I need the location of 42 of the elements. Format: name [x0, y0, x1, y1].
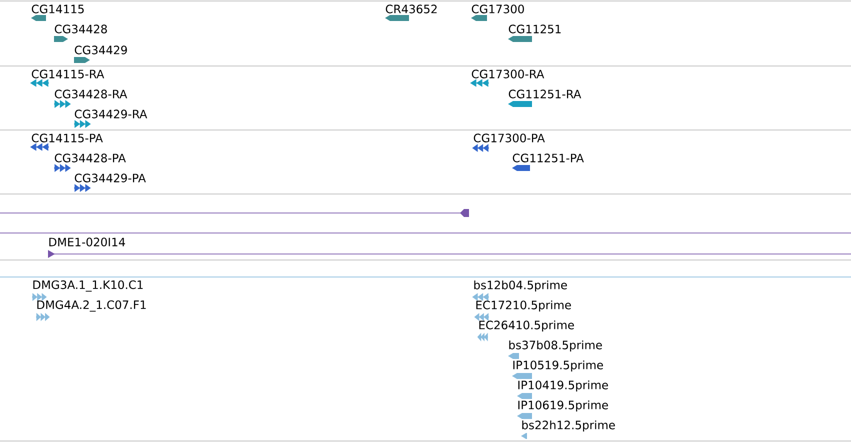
gene-feature: CG11251-RA — [508, 90, 582, 107]
gene-feature: CG34429-RA — [74, 110, 148, 128]
gene-feature: CG14115-PA — [30, 134, 103, 150]
node-label: bs22h12.5prime — [522, 420, 615, 432]
node-label: CR43652 — [386, 4, 437, 14]
gene-feature: EC17210.5prime — [474, 300, 571, 320]
node-label: CG11251-PA — [512, 154, 584, 162]
gene-feature: CG34428 — [54, 24, 107, 42]
gene-feature: CG34429 — [74, 46, 127, 63]
gene-feature: bs37b08.5prime — [508, 340, 602, 359]
gene-feature: DMG3A.1_1.K10.C1 — [32, 280, 143, 300]
node-label: DME1-020I14 — [49, 238, 126, 246]
gene-feature: CG11251 — [508, 24, 561, 42]
node-label: CG34429 — [74, 46, 127, 54]
node-label: IP10519.5prime — [513, 360, 603, 372]
gene-feature: CG34428-RA — [54, 90, 128, 108]
node-label: CG11251-RA — [508, 90, 582, 98]
feature-bar — [0, 209, 470, 217]
node-label: CG34428 — [54, 24, 107, 34]
gene-feature: IP10619.5prime — [517, 400, 608, 419]
gene-feature: IP10519.5prime — [512, 360, 603, 379]
gene-feature: CG34429-PA — [74, 174, 146, 192]
gene-feature: IP10419.5prime — [517, 380, 608, 399]
gene-feature: CG17300 — [471, 4, 524, 21]
gene-feature: bs22h12.5prime — [521, 420, 615, 439]
node-label: IP10419.5prime — [518, 380, 608, 392]
node-label: CG11251 — [508, 24, 561, 34]
gene-feature: bs12b04.5prime — [472, 280, 567, 300]
node-label: IP10619.5prime — [518, 400, 608, 412]
gene-feature: CG14115 — [31, 4, 84, 21]
gene-feature: CG34428-PA — [54, 154, 126, 172]
node-label: bs37b08.5prime — [509, 340, 602, 352]
gene-feature: DME1-020I14 — [48, 238, 851, 258]
gene-feature: CG11251-PA — [512, 154, 584, 171]
gene-feature: DMG4A.2_1.C07.F1 — [36, 300, 146, 320]
gene-feature: CG17300-RA — [470, 70, 544, 86]
gene-feature: CG17300-PA — [472, 134, 545, 152]
gene-feature: CG14115-RA — [30, 70, 104, 86]
gene-feature: EC26410.5prime — [478, 320, 574, 340]
node-label: CG14115 — [32, 4, 84, 14]
gene-feature: CR43652 — [385, 4, 437, 21]
node-label: CG17300 — [472, 4, 524, 14]
